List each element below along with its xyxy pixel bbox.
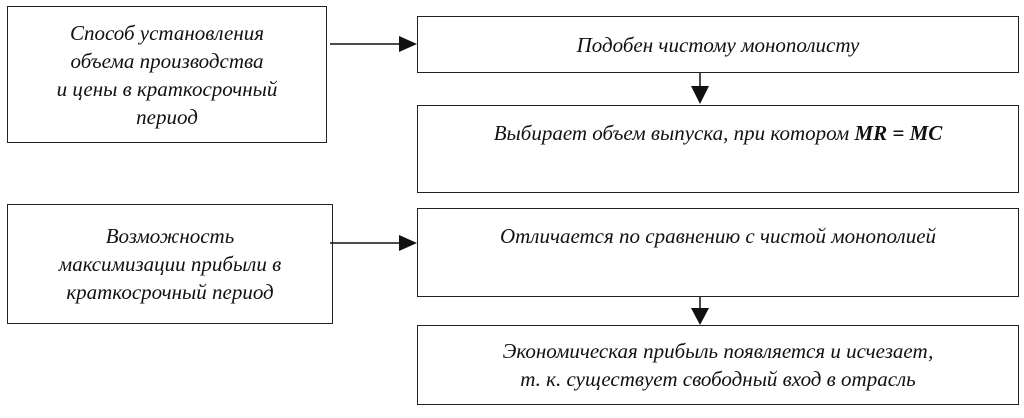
right-box-chooses-output: Выбирает объем выпуска, при котором MR =… <box>417 105 1019 193</box>
left-box-output-price-method: Способ установления объема производства … <box>7 6 327 143</box>
left-box-profit-maximization-text: Возможность максимизации прибыли в кратк… <box>58 224 282 304</box>
arrow-head-4 <box>691 308 709 325</box>
arrow-head-2 <box>691 86 709 104</box>
mr-equals-mc-formula: MR = MC <box>854 121 943 145</box>
right-box-differs-from-monopoly: Отличается по сравнению с чистой монопол… <box>417 208 1019 297</box>
chooses-output-label: Выбирает объем выпуска, при котором <box>493 121 855 145</box>
right-box-economic-profit-text: Экономическая прибыль появляется и исчез… <box>502 339 934 391</box>
right-box-economic-profit: Экономическая прибыль появляется и исчез… <box>417 325 1019 405</box>
right-box-differs-from-monopoly-text: Отличается по сравнению с чистой монопол… <box>499 224 937 248</box>
arrow-head-3 <box>399 235 417 251</box>
right-box-similar-monopolist-text: Подобен чистому монополисту <box>576 32 860 57</box>
right-box-similar-monopolist: Подобен чистому монополисту <box>417 16 1019 73</box>
right-box-chooses-output-text: Выбирает объем выпуска, при котором MR =… <box>418 119 1018 147</box>
left-box-profit-maximization: Возможность максимизации прибыли в кратк… <box>7 204 333 324</box>
left-box-output-price-method-text: Способ установления объема производства … <box>56 20 278 129</box>
arrow-head-1 <box>399 36 417 52</box>
